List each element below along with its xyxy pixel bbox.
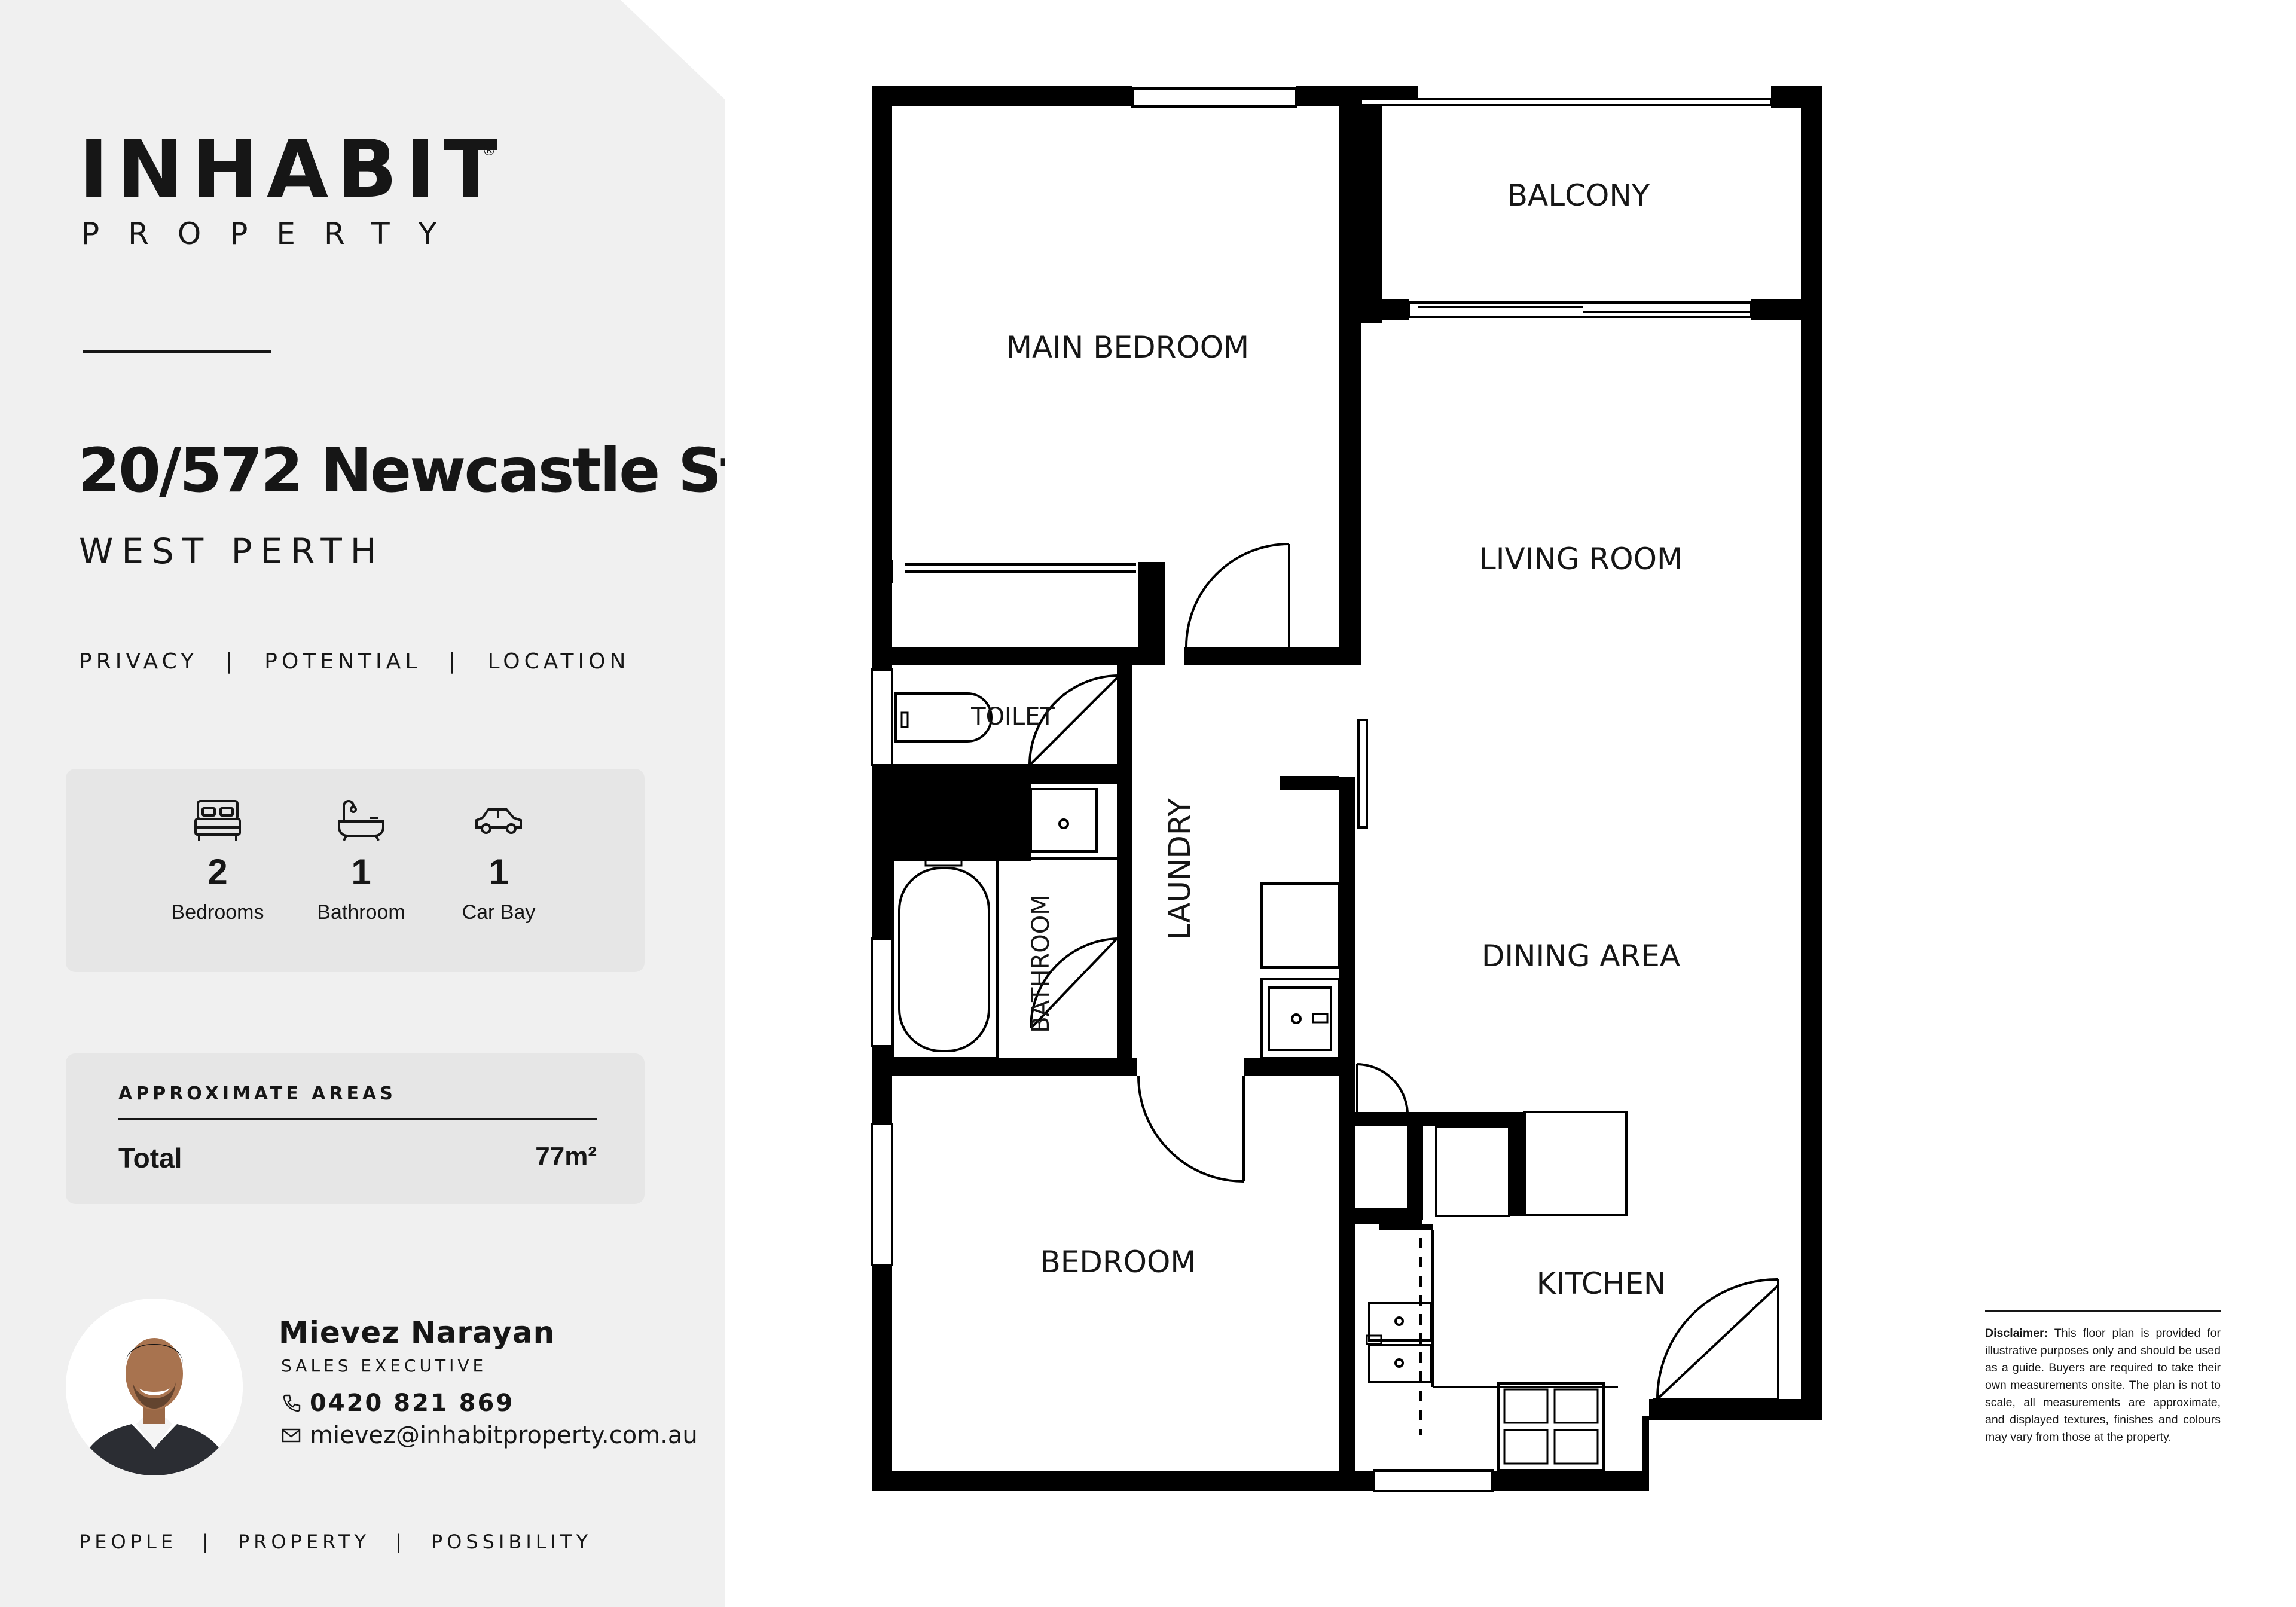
stat-car-bay: 1 Car Bay: [421, 798, 576, 924]
room-label-living-room: LIVING ROOM: [1479, 542, 1683, 576]
tag-privacy: PRIVACY: [79, 649, 199, 674]
footer-tags: PEOPLE | PROPERTY | POSSIBILITY: [79, 1530, 592, 1553]
listing-tags: PRIVACY | POTENTIAL | LOCATION: [79, 649, 630, 674]
stat-bathroom-label: Bathroom: [317, 901, 405, 924]
room-label-kitchen: KITCHEN: [1537, 1266, 1666, 1301]
disclaimer: Disclaimer: This floor plan is provided …: [1985, 1325, 2221, 1446]
footer-separator: |: [202, 1530, 213, 1553]
room-label-main-bedroom: MAIN BEDROOM: [1006, 330, 1249, 365]
stat-bedrooms-label: Bedrooms: [171, 901, 264, 924]
brand-logo: INHABIT: [79, 124, 506, 216]
agent-email-text: mievez@inhabitproperty.com.au: [310, 1422, 698, 1449]
brand-subtitle: PROPERTY: [81, 216, 466, 251]
divider: [83, 350, 271, 353]
areas-total-label: Total: [118, 1142, 182, 1174]
walls: [872, 86, 1822, 1491]
room-label-dining-area: DINING AREA: [1482, 939, 1680, 973]
car-icon: [475, 808, 522, 834]
room-label-toilet: TOILET: [970, 703, 1055, 731]
agent-name: Mievez Narayan: [279, 1315, 555, 1350]
agent-avatar: [66, 1299, 243, 1475]
listing-address: 20/572 Newcastle St.: [78, 435, 769, 506]
property-stats-card: 2 Bedrooms 1 Bathroom: [66, 769, 645, 972]
room-labels: BALCONY MAIN BEDROOM LIVING ROOM TOILET …: [970, 178, 1683, 1301]
footer-tag-property: PROPERTY: [237, 1530, 371, 1553]
disclaimer-label: Disclaimer:: [1985, 1327, 2048, 1340]
footer-separator: |: [395, 1530, 406, 1553]
disclaimer-divider: [1985, 1310, 2221, 1312]
areas-divider: [118, 1118, 597, 1120]
stat-bathroom: 1 Bathroom: [283, 798, 439, 924]
doors: [1028, 543, 1779, 1418]
areas-title: APPROXIMATE AREAS: [118, 1083, 396, 1104]
sidebar: INHABIT ® PROPERTY 20/572 Newcastle St. …: [0, 0, 725, 1607]
room-label-bedroom: BEDROOM: [1040, 1245, 1196, 1279]
stat-bedrooms-value: 2: [207, 852, 228, 892]
stat-car-bay-label: Car Bay: [462, 901, 536, 924]
agent-email[interactable]: mievez@inhabitproperty.com.au: [281, 1422, 698, 1449]
disclaimer-text: This floor plan is provided for illustra…: [1985, 1327, 2221, 1444]
agent-phone[interactable]: 0420 821 869: [281, 1389, 514, 1417]
room-label-balcony: BALCONY: [1507, 178, 1650, 213]
agent-photo: [66, 1299, 243, 1475]
stat-car-bay-value: 1: [488, 852, 509, 892]
tag-potential: POTENTIAL: [264, 649, 422, 674]
agent-phone-text: 0420 821 869: [310, 1389, 515, 1417]
brand-registered-mark: ®: [482, 142, 496, 159]
tag-separator: |: [448, 649, 460, 674]
areas-total-value: 77m²: [535, 1142, 597, 1171]
stat-bedrooms: 2 Bedrooms: [140, 798, 295, 924]
stat-bathroom-value: 1: [351, 852, 371, 892]
bed-icon: [194, 800, 241, 841]
tag-location: LOCATION: [487, 649, 630, 674]
phone-icon: [283, 1394, 301, 1412]
tag-separator: |: [225, 649, 237, 674]
windows: [871, 87, 1772, 1492]
listing-suburb: WEST PERTH: [79, 531, 385, 572]
bathtub-icon: [338, 800, 384, 841]
room-label-laundry: LAUNDRY: [1162, 798, 1197, 940]
email-icon: [282, 1428, 301, 1443]
footer-tag-people: PEOPLE: [79, 1530, 178, 1553]
approximate-areas-card: APPROXIMATE AREAS Total 77m²: [66, 1053, 645, 1204]
sliding-doors: [905, 306, 1751, 829]
fixtures: [892, 692, 1628, 1472]
room-label-bathroom: BATHROOM: [1027, 894, 1055, 1032]
footer-tag-possibility: POSSIBILITY: [430, 1530, 593, 1553]
agent-title: SALES EXECUTIVE: [281, 1356, 487, 1376]
